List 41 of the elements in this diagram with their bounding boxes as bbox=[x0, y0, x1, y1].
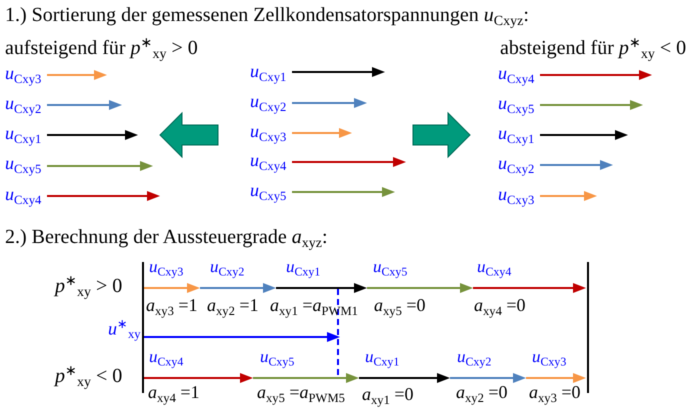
heading: 1.) Sortierung der gemessenen Zellkondensatorspannungen u$_{Cxyz}$: bbox=[5, 4, 529, 30]
voltage-label: u$_{Cxy3}$ bbox=[498, 185, 534, 208]
voltage-label: u$_{Cxy4}$ bbox=[250, 151, 286, 174]
voltage-label: u$_{Cxy4}$ bbox=[477, 258, 512, 279]
subheading: aufsteigend für p$^{∗}$$_{xy}$ > 0 bbox=[5, 36, 198, 63]
voltage-label: u$_{Cxy1}$ bbox=[286, 258, 320, 279]
voltage-label: u$_{Cxy3}$ bbox=[532, 348, 566, 369]
voltage-label: u$_{Cxy3}$ bbox=[5, 64, 42, 87]
voltage-label: u$_{Cxy1}$ bbox=[365, 348, 400, 369]
heading: 2.) Berechnung der Aussteuergrade a$_{xyz}$: bbox=[5, 226, 328, 252]
voltage-label: u$_{Cxy5}$ bbox=[5, 154, 42, 177]
voltage-label: u$_{Cxy5}$ bbox=[373, 258, 408, 279]
formula-label: a$_{xy3}$ =0 bbox=[529, 383, 581, 406]
voltage-label: u$_{Cxy4}$ bbox=[5, 185, 42, 208]
voltage-label: u$_{Cxy2}$ bbox=[5, 94, 42, 117]
voltage-label: u$_{Cxy2}$ bbox=[250, 92, 286, 115]
voltage-label: u$_{Cxy1}$ bbox=[5, 124, 42, 147]
formula-label: a$_{xy2}$ =1 bbox=[207, 296, 259, 319]
formula-label: a$_{xy5}$ =a$_{PWM5}$ bbox=[257, 383, 345, 406]
formula-label: a$_{xy2}$ =0 bbox=[456, 383, 508, 406]
voltage-label: u$_{Cxy3}$ bbox=[149, 258, 184, 279]
voltage-label: u$_{Cxy2}$ bbox=[457, 348, 492, 369]
voltage-label: u$_{Cxy2}$ bbox=[210, 258, 244, 279]
formula-label: a$_{xy5}$ =0 bbox=[374, 296, 426, 319]
voltage-label: u$_{Cxy3}$ bbox=[250, 122, 286, 145]
subheading: absteigend für p$^{∗}$$_{xy}$ < 0 bbox=[500, 36, 686, 63]
formula-label: a$_{xy3}$ =1 bbox=[146, 296, 198, 319]
voltage-label: u$_{Cxy5}$ bbox=[260, 348, 294, 369]
formula-label: p$^{∗}$$_{xy}$ > 0 bbox=[55, 274, 122, 301]
voltage-label: u$_{Cxy1}$ bbox=[250, 62, 286, 85]
voltage-label: u$_{Cxy5}$ bbox=[498, 94, 534, 117]
formula-label: p$^{∗}$$_{xy}$ < 0 bbox=[55, 364, 122, 391]
voltage-label: u$_{Cxy4}$ bbox=[149, 348, 184, 369]
voltage-label: u$_{Cxy4}$ bbox=[498, 64, 534, 87]
voltage-label: u$_{Cxy5}$ bbox=[250, 181, 286, 204]
formula-label: a$_{xy1}$ =a$_{PWM1}$ bbox=[270, 296, 358, 319]
voltage-label: u$_{Cxy2}$ bbox=[498, 154, 534, 177]
voltage-label: u$_{Cxy1}$ bbox=[498, 124, 534, 147]
formula-label: a$_{xy4}$ =0 bbox=[474, 296, 526, 319]
formula-label: a$_{xy4}$ =1 bbox=[148, 383, 200, 406]
formula-label: a$_{xy1}$ =0 bbox=[362, 385, 414, 408]
